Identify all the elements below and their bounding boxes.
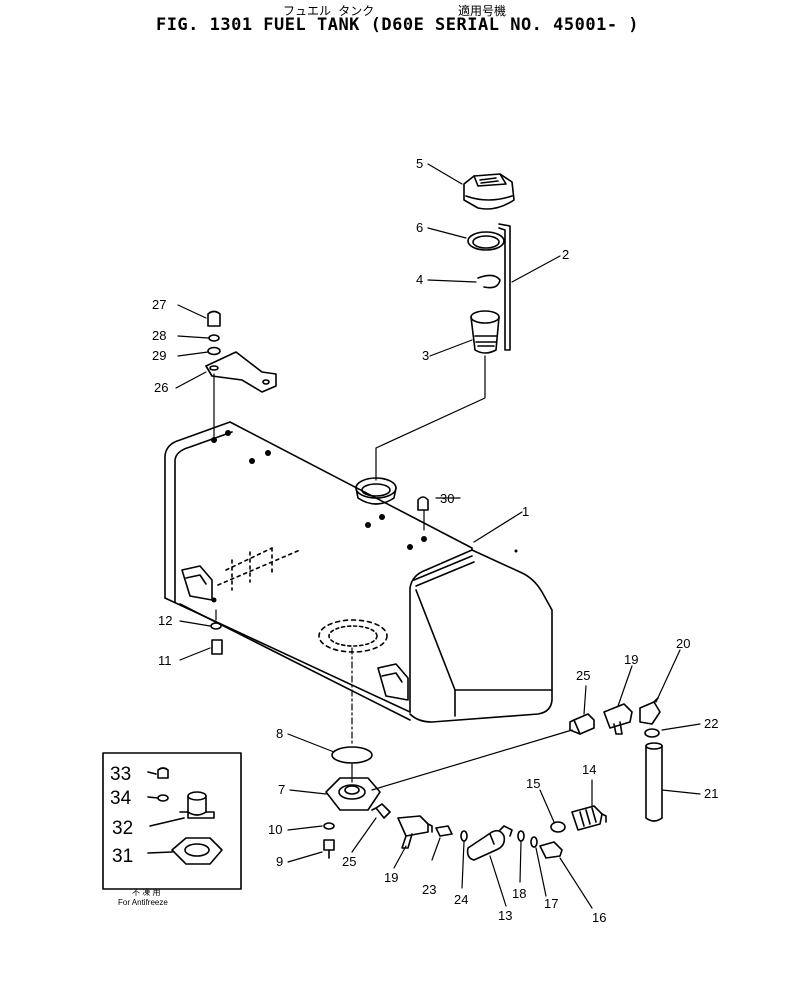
plug-30 bbox=[417, 496, 429, 511]
callout-29: 29 bbox=[152, 348, 166, 363]
callout-16: 16 bbox=[592, 910, 606, 925]
inset-callout-31: 31 bbox=[112, 846, 133, 867]
inset-callout-32: 32 bbox=[112, 818, 133, 839]
fuel-tank-body bbox=[164, 421, 553, 723]
lockwasher-28 bbox=[208, 334, 220, 342]
callout-numbers: 5 6 4 3 2 1 30 27 28 29 26 12 11 8 7 10 … bbox=[152, 156, 718, 925]
leader-lines bbox=[175, 163, 701, 909]
callout-13: 13 bbox=[498, 908, 512, 923]
assembly-lines bbox=[213, 355, 573, 791]
ring-24 bbox=[460, 830, 468, 842]
connector-23 bbox=[435, 825, 453, 837]
plug-16 bbox=[539, 841, 563, 859]
callout-6: 6 bbox=[416, 220, 423, 235]
jp-applicable-serial: 適用号機 bbox=[458, 4, 507, 18]
bolt-9 bbox=[323, 839, 335, 859]
filler-strainer bbox=[470, 310, 500, 354]
callout-19-upper: 19 bbox=[624, 652, 638, 667]
snap-ring bbox=[477, 274, 501, 289]
callout-3: 3 bbox=[422, 348, 429, 363]
callout-10: 10 bbox=[268, 822, 282, 837]
bolt-11 bbox=[211, 639, 223, 655]
callout-22: 22 bbox=[704, 716, 718, 731]
o-ring-8 bbox=[331, 746, 373, 764]
callout-2: 2 bbox=[562, 247, 569, 262]
callout-26: 26 bbox=[154, 380, 168, 395]
filler-gasket bbox=[467, 231, 505, 251]
callout-21: 21 bbox=[704, 786, 718, 801]
callout-25-lower: 25 bbox=[342, 854, 356, 869]
lockwasher-10 bbox=[323, 822, 335, 830]
inset-callout-33: 33 bbox=[110, 764, 131, 785]
callout-25-upper: 25 bbox=[576, 668, 590, 683]
cock-13 bbox=[466, 825, 513, 861]
callout-19-lower: 19 bbox=[384, 870, 398, 885]
callout-18: 18 bbox=[512, 886, 526, 901]
nipple-25 bbox=[371, 803, 391, 819]
callout-12: 12 bbox=[158, 613, 172, 628]
ring-17 bbox=[530, 836, 538, 848]
elbow-20 bbox=[639, 697, 661, 725]
antifreeze-inset bbox=[102, 752, 242, 890]
cover-plate-26 bbox=[205, 351, 277, 393]
callout-15: 15 bbox=[526, 776, 540, 791]
callout-30: 30 bbox=[440, 491, 454, 506]
callout-5: 5 bbox=[416, 156, 423, 171]
elbow-19-lower bbox=[397, 815, 433, 849]
inset-en-label: For Antifreeze bbox=[118, 898, 168, 907]
filler-cap bbox=[463, 173, 515, 210]
inset-callouts: 33 34 32 31 bbox=[110, 764, 133, 867]
drain-flange-7 bbox=[325, 777, 381, 811]
inset-jp-label: 不 凍 用 bbox=[132, 887, 160, 897]
callout-20: 20 bbox=[676, 636, 690, 651]
callout-24: 24 bbox=[454, 892, 468, 907]
callout-8: 8 bbox=[276, 726, 283, 741]
callout-27: 27 bbox=[152, 297, 166, 312]
washer-12 bbox=[210, 622, 222, 630]
washer-29 bbox=[207, 346, 221, 356]
callout-7: 7 bbox=[278, 782, 285, 797]
callout-23: 23 bbox=[422, 882, 436, 897]
clamp-22 bbox=[644, 728, 660, 738]
bolt-27 bbox=[207, 310, 221, 327]
callout-9: 9 bbox=[276, 854, 283, 869]
dipstick bbox=[498, 223, 511, 351]
figure-title: FIG. 1301 FUEL TANK (D60E SERIAL NO. 450… bbox=[155, 15, 640, 35]
hose-21 bbox=[645, 742, 663, 822]
nipple-25-upper bbox=[569, 713, 595, 735]
callout-1: 1 bbox=[522, 504, 529, 519]
o-ring-15 bbox=[550, 821, 566, 833]
callout-4: 4 bbox=[416, 272, 423, 287]
callout-14: 14 bbox=[582, 762, 596, 777]
connector-14 bbox=[571, 805, 607, 831]
callout-11: 11 bbox=[158, 653, 172, 668]
jp-part-name: フュエル タンク bbox=[283, 4, 375, 18]
callout-28: 28 bbox=[152, 328, 166, 343]
callout-17: 17 bbox=[544, 896, 558, 911]
elbow-19-upper bbox=[603, 703, 633, 735]
inset-callout-34: 34 bbox=[110, 788, 132, 809]
ring-18 bbox=[517, 830, 525, 842]
tank-mounting-holes bbox=[211, 430, 518, 603]
